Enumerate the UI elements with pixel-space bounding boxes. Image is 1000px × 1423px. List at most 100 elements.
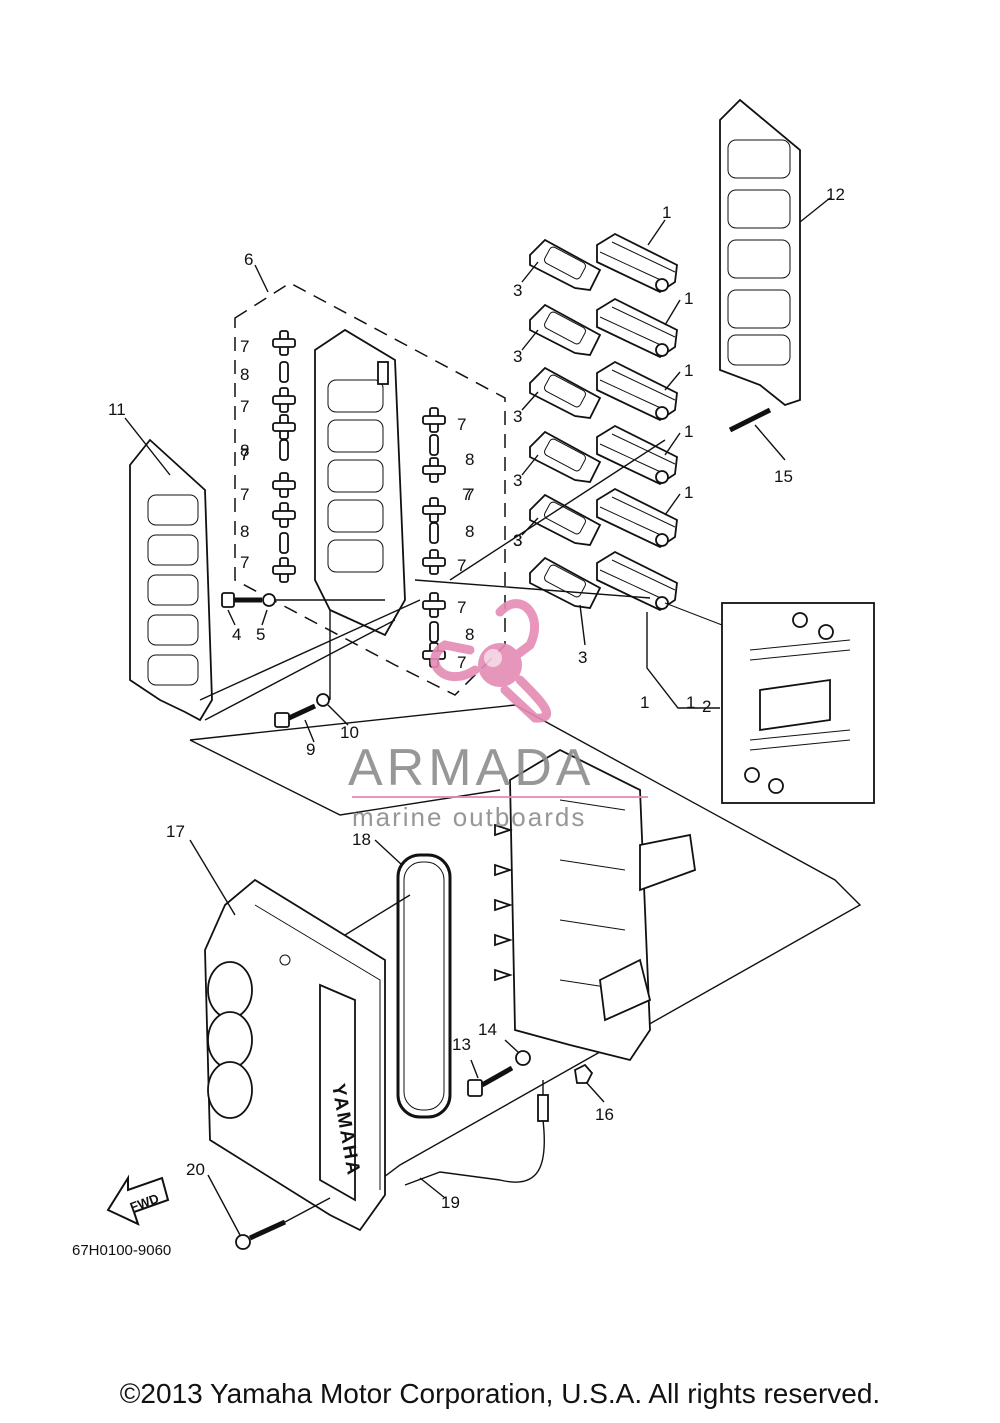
hose-19-fitting: [537, 1094, 549, 1122]
callout-1: 1: [684, 289, 693, 308]
gasket-18: [396, 853, 452, 1119]
stud-15: [728, 407, 786, 461]
bolt-4: [221, 592, 385, 608]
callout-18: 18: [352, 830, 371, 849]
callout-15: 15: [774, 467, 793, 486]
reed-valve: [596, 550, 678, 612]
reed-gasket: [529, 430, 602, 483]
fitting-tee: [272, 414, 296, 440]
reed-valve-row: [529, 360, 678, 422]
reed-valve-detail-box: [664, 602, 875, 804]
callout-4: 4: [232, 625, 241, 644]
callout-13: 13: [452, 1035, 471, 1054]
fitting-tee: [422, 407, 446, 433]
copyright-notice: ©2013 Yamaha Motor Corporation, U.S.A. A…: [119, 1378, 881, 1409]
short-hose: [279, 361, 289, 383]
gasket-11: [129, 438, 213, 722]
callout-7: 7: [462, 485, 471, 504]
callout-7: 7: [457, 598, 466, 617]
gasket-12: [719, 98, 801, 407]
reed-valve: [596, 424, 678, 486]
leader-lines: [124, 197, 831, 1236]
callout-11: 11: [108, 400, 126, 419]
bolt-13: [467, 1065, 514, 1097]
callout-1: 1: [684, 361, 693, 380]
callout-8: 8: [465, 625, 474, 644]
callout-3: 3: [513, 531, 522, 550]
callout-10: 10: [340, 723, 359, 742]
fitting-tee: [272, 502, 296, 528]
callout-8: 8: [465, 522, 474, 541]
callout-1: 1: [662, 203, 671, 222]
callout-1: 1: [640, 693, 649, 712]
reed-valve-row: [529, 424, 678, 486]
reed-valve-row: [529, 232, 678, 294]
fitting-tee: [422, 549, 446, 575]
callout-8: 8: [465, 450, 474, 469]
intake-manifold: [494, 748, 696, 1062]
fitting-tee: [422, 497, 446, 523]
reed-valve-row: [529, 297, 678, 359]
propeller-logo-icon: [430, 599, 552, 723]
callout-1: 1: [686, 693, 695, 712]
callout-20: 20: [186, 1160, 205, 1179]
callout-3: 3: [513, 407, 522, 426]
callout-5: 5: [256, 625, 265, 644]
intake-cover-17: YAMAHA: [204, 878, 386, 1232]
callout-3: 3: [513, 281, 522, 300]
fitting-tee: [422, 592, 446, 618]
fitting-tee: [422, 457, 446, 483]
callout-7: 7: [457, 415, 466, 434]
callout-7: 7: [465, 485, 474, 504]
part-code: 67H0100-9060: [72, 1242, 171, 1259]
bolt-20: [235, 1197, 331, 1250]
callout-19: 19: [441, 1193, 460, 1212]
short-hose: [279, 439, 289, 461]
short-hose: [279, 532, 289, 554]
callout-8: 8: [240, 365, 249, 384]
callout-6: 6: [244, 250, 253, 269]
assembly-group-outline: [234, 282, 506, 696]
reed-gasket: [529, 556, 602, 609]
fwd-arrow-icon: FWD: [106, 1174, 170, 1226]
fitting-tee: [272, 387, 296, 413]
callout-3: 3: [513, 531, 522, 550]
short-hose: [429, 522, 439, 544]
callout-7: 7: [240, 337, 249, 356]
reed-valve: [596, 487, 678, 549]
reed-valve: [596, 232, 678, 294]
reed-gasket: [529, 303, 602, 356]
callout-1: 1: [684, 483, 693, 502]
short-hose: [429, 434, 439, 456]
reed-valve-row: [529, 550, 678, 612]
reed-valve-row: [529, 487, 678, 549]
callout-7: 7: [240, 445, 249, 464]
watermark-title: ARMADA: [348, 739, 594, 797]
reed-gasket: [529, 493, 602, 546]
callout-14: 14: [478, 1020, 497, 1039]
fitting-tee: [272, 330, 296, 356]
callout-3: 3: [578, 648, 587, 667]
reed-valve-plate: [314, 328, 406, 637]
callout-9: 9: [306, 740, 315, 759]
reed-valve: [596, 360, 678, 422]
callout-7: 7: [240, 553, 249, 572]
callout-7: 7: [240, 445, 249, 464]
washer-5: [262, 593, 276, 607]
fitting-tee: [272, 472, 296, 498]
nut-16: [574, 1063, 594, 1084]
washer-14: [515, 1050, 531, 1066]
callout-8: 8: [240, 522, 249, 541]
reed-valve-stack: [529, 232, 678, 612]
fitting-tee: [272, 557, 296, 583]
callout-1: 1: [684, 422, 693, 441]
callout-7: 7: [457, 653, 466, 672]
callout-16: 16: [595, 1105, 614, 1124]
reed-valve: [596, 297, 678, 359]
watermark-subtitle: marine outboards: [352, 802, 586, 832]
callout-7: 7: [457, 556, 466, 575]
assembly-plane-outline: [189, 704, 862, 1181]
callout-3: 3: [513, 471, 522, 490]
reed-gasket: [529, 238, 602, 291]
